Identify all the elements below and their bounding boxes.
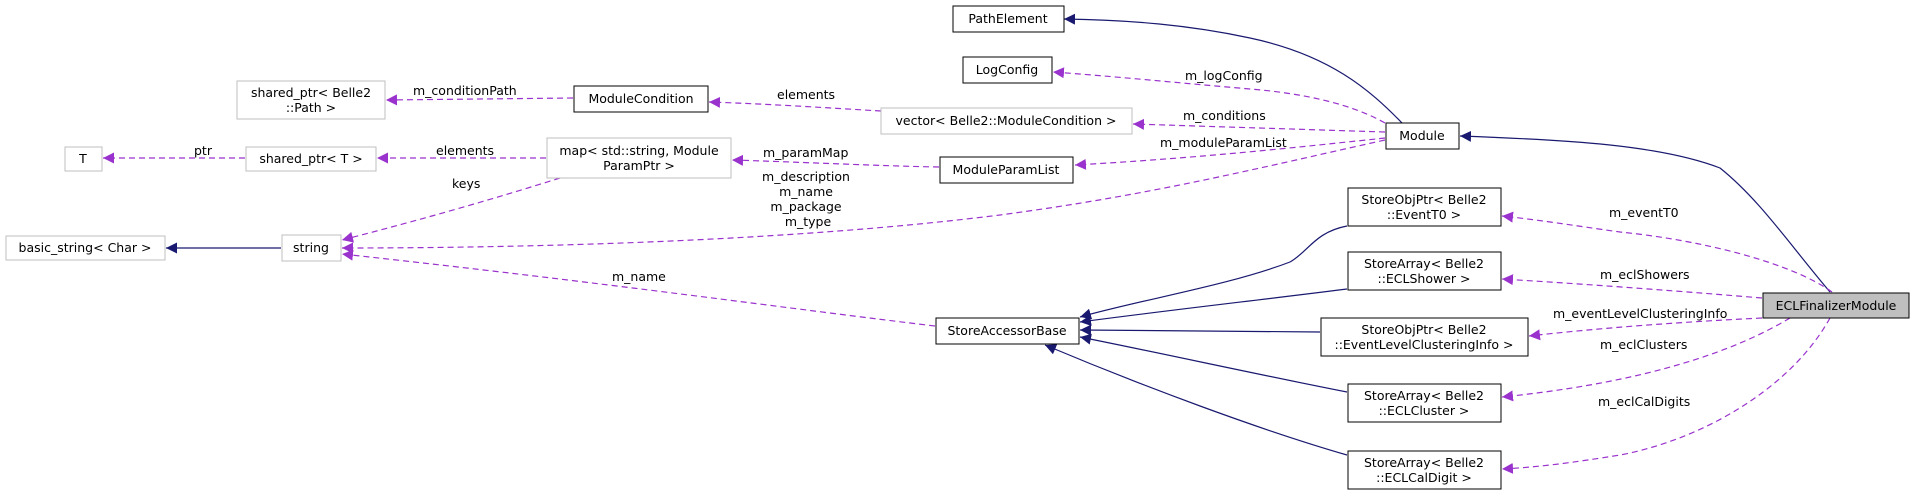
label-elements-shared: elements xyxy=(436,143,494,158)
edge-module-param-list xyxy=(1074,137,1386,170)
svg-text:string: string xyxy=(293,240,329,255)
svg-text:LogConfig: LogConfig xyxy=(976,62,1038,77)
edge-condition-path xyxy=(385,94,574,106)
node-shared-ptr-path: shared_ptr< Belle2::Path > xyxy=(236,80,386,120)
edge-param-map xyxy=(731,154,940,168)
edge-module-strings xyxy=(341,139,1386,254)
svg-text:ModuleCondition: ModuleCondition xyxy=(588,91,693,106)
label-m-condition-path: m_conditionPath xyxy=(413,83,517,98)
svg-text:StoreAccessorBase: StoreAccessorBase xyxy=(947,323,1066,338)
edge-ecl-cal-digits xyxy=(1501,317,1831,474)
svg-text:shared_ptr< T >: shared_ptr< T > xyxy=(259,151,362,166)
svg-text:shared_ptr< Belle2::Path >: shared_ptr< Belle2::Path > xyxy=(251,85,371,115)
label-m-event-level-clustering-info: m_eventLevelClusteringInfo xyxy=(1553,306,1727,321)
node-ecl-finalizer-module: ECLFinalizerModule xyxy=(1762,292,1910,319)
edge-ecl-showers xyxy=(1501,274,1763,299)
label-elements-condition: elements xyxy=(777,87,835,102)
edge-module-inherits-path-element xyxy=(1063,13,1403,124)
label-ptr: ptr xyxy=(194,143,213,158)
node-store-accessor-base[interactable]: StoreAccessorBase xyxy=(935,317,1080,345)
node-path-element[interactable]: PathElement xyxy=(952,5,1065,33)
label-keys: keys xyxy=(452,176,480,191)
label-m-module-param-list: m_moduleParamList xyxy=(1160,135,1287,150)
node-vector-module-condition: vector< Belle2::ModuleCondition > xyxy=(880,107,1133,135)
svg-text:PathElement: PathElement xyxy=(968,11,1047,26)
node-store-array-ecl-cal-digit[interactable]: StoreArray< Belle2::ECLCalDigit > xyxy=(1347,450,1502,490)
label-m-ecl-showers: m_eclShowers xyxy=(1600,267,1690,282)
edge-elements-condition xyxy=(708,96,882,112)
svg-text:ECLFinalizerModule: ECLFinalizerModule xyxy=(1776,298,1897,313)
svg-text:basic_string< Char >: basic_string< Char > xyxy=(19,240,152,255)
node-store-obj-event-t0[interactable]: StoreObjPtr< Belle2::EventT0 > xyxy=(1347,187,1502,227)
label-m-param-map: m_paramMap xyxy=(763,145,848,160)
node-module-condition[interactable]: ModuleCondition xyxy=(573,85,709,113)
node-shared-ptr-t: shared_ptr< T > xyxy=(245,146,377,172)
node-log-config[interactable]: LogConfig xyxy=(962,56,1053,84)
node-string: string xyxy=(281,234,342,262)
svg-text:vector< Belle2::ModuleConditio: vector< Belle2::ModuleCondition > xyxy=(896,113,1117,128)
node-module[interactable]: Module xyxy=(1385,122,1460,150)
edge-cluster-inherits-accessor xyxy=(1079,333,1348,393)
edge-event-t0 xyxy=(1501,211,1833,293)
label-m-event-t0: m_eventT0 xyxy=(1609,205,1679,220)
node-store-obj-event-level-clustering-info[interactable]: StoreObjPtr< Belle2::EventLevelClusterin… xyxy=(1320,317,1529,357)
svg-text:Module: Module xyxy=(1399,128,1445,143)
edge-shower-inherits-accessor xyxy=(1079,288,1348,326)
label-m-ecl-clusters: m_eclClusters xyxy=(1600,337,1687,352)
node-basic-string: basic_string< Char > xyxy=(5,235,166,261)
node-store-array-ecl-cluster[interactable]: StoreArray< Belle2::ECLCluster > xyxy=(1347,383,1502,423)
edge-name xyxy=(341,249,936,327)
node-store-array-ecl-shower[interactable]: StoreArray< Belle2::ECLShower > xyxy=(1347,251,1502,291)
label-m-conditions: m_conditions xyxy=(1183,108,1266,123)
label-m-log-config: m_logConfig xyxy=(1185,68,1263,83)
svg-text:ModuleParamList: ModuleParamList xyxy=(953,162,1060,177)
label-module-strings: m_description m_name m_package m_type xyxy=(762,169,854,229)
edge-elci-inherits-accessor xyxy=(1079,324,1321,336)
edge-event-level-clustering-info xyxy=(1528,317,1763,341)
edge-conditions xyxy=(1132,118,1386,133)
label-m-ecl-cal-digits: m_eclCalDigits xyxy=(1598,394,1690,409)
svg-text:StoreObjPtr< Belle2::EventLeve: StoreObjPtr< Belle2::EventLevelClusterin… xyxy=(1334,322,1513,352)
svg-text:StoreArray< Belle2::ECLCluster: StoreArray< Belle2::ECLCluster > xyxy=(1364,388,1484,418)
edge-log-config xyxy=(1052,67,1386,124)
svg-text:StoreArray< Belle2::ECLCalDigi: StoreArray< Belle2::ECLCalDigit > xyxy=(1364,455,1484,485)
svg-text:StoreArray< Belle2::ECLShower: StoreArray< Belle2::ECLShower > xyxy=(1364,256,1484,286)
label-m-name: m_name xyxy=(612,269,666,284)
node-t: T xyxy=(64,146,103,172)
svg-text:StoreObjPtr< Belle2::EventT0 >: StoreObjPtr< Belle2::EventT0 > xyxy=(1361,192,1486,222)
edge-event-t0-inherits-accessor xyxy=(1079,225,1348,320)
edge-finalizer-inherits-module xyxy=(1459,130,1831,293)
svg-text:T: T xyxy=(78,151,87,166)
edge-cal-digit-inherits-accessor xyxy=(1044,344,1348,456)
edge-ecl-clusters xyxy=(1501,317,1791,402)
node-module-param-list[interactable]: ModuleParamList xyxy=(939,156,1074,184)
edge-keys xyxy=(341,177,561,243)
